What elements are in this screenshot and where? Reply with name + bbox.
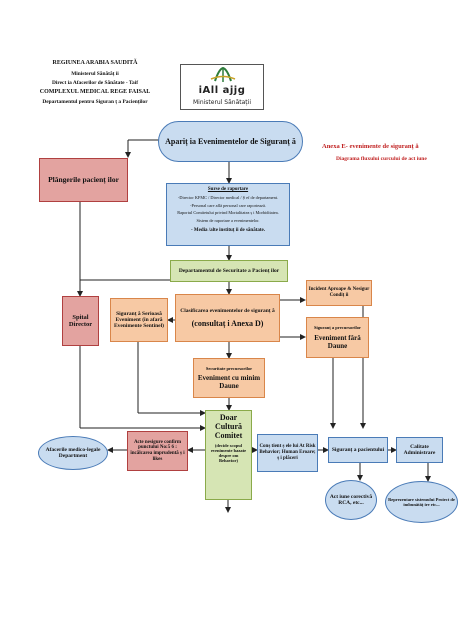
near-miss-node: Incident Aproape & Nesigur Condiț ii xyxy=(306,280,372,306)
improvement-project-label: Reprezentare sistemului Proiect de imbun… xyxy=(388,496,455,507)
corrective-action-label: Act ​​iune corectivă RCA, etc... xyxy=(329,493,373,506)
hospital-director-label: Spital Director xyxy=(68,313,93,328)
reporting-sources-title: Surse de raportare xyxy=(207,187,249,192)
just-culture-line-1: Doar xyxy=(219,413,238,422)
minimal-harm-event-label: Eveniment cu minim Daune xyxy=(197,374,261,391)
reporting-source-1: -Director KFMC / Director medical / Ș ef… xyxy=(178,194,278,200)
unsafe-acts-node: Acte nesigure confirm punctului No:5 6 :… xyxy=(127,431,188,471)
patient-safety-label: Siguranț a pacientului xyxy=(331,446,385,453)
corrective-action-node: Act ​​iune corectivă RCA, etc... xyxy=(325,480,377,520)
unsafe-acts-label: Acte nesigure confirm punctului No:5 6 :… xyxy=(130,439,185,462)
header-line-3: Direct ia Afacerilor de Sănătate - Taif xyxy=(51,80,139,86)
ministry-logo: iAll ajjg Ministerul Sănătații xyxy=(180,64,264,110)
no-harm-event-label: Eveniment fără Daune xyxy=(314,333,361,350)
logo-subtitle: Ministerul Sănătații xyxy=(192,99,251,106)
improvement-project-node: Reprezentare sistemului Proiect de imbun… xyxy=(385,481,458,523)
just-culture-line-5: evenimente bazate xyxy=(210,447,247,453)
event-classification-node: Clasificarea evenimentelor de siguranț ă… xyxy=(175,294,280,342)
header-line-1: REGIUNEA ARABIA SAUDITĂ xyxy=(52,60,138,66)
reporting-source-3: Raportul Comitetului privind Mortalitate… xyxy=(177,209,279,215)
no-harm-event-node: Siguranț a precursorilor Eveniment fără … xyxy=(306,317,369,358)
at-risk-behavior-label: Conș tient ș ele lui At Risk Behavior; H… xyxy=(259,444,316,461)
just-culture-line-6: despre om xyxy=(218,452,239,458)
sentinel-event-node: Siguranț ă Serioasă Eveniment (în afară … xyxy=(110,298,168,342)
hospital-director-node: Spital Director xyxy=(62,296,99,346)
patient-safety-department-node: Departamentul de Securitate a Pacienț il… xyxy=(170,260,288,282)
minimal-harm-event-sublabel: Securitate precursorilor xyxy=(205,365,253,371)
quality-administration-node: Calitate Administrare xyxy=(396,437,443,463)
reporting-sources-node: Surse de raportare -Director KFMC / Dire… xyxy=(166,183,290,246)
header-line-2: Ministerul Sănătăț ii xyxy=(71,71,119,77)
start-node-label: Apariț ia Evenimentelor de Siguranț ă xyxy=(165,136,296,146)
annex-subtitle: Diagrama fluxului curcului de act ​​iune xyxy=(336,156,427,162)
patient-safety-node: Siguranț a pacientului xyxy=(328,437,388,463)
medico-legal-label: Afacerile medico-legale Department xyxy=(45,446,101,459)
reporting-source-4: Sistem de raportare a evenimentelor. xyxy=(196,217,260,223)
palm-emblem-icon xyxy=(210,66,236,82)
patient-safety-department-label: Departamentul de Securitate a Pacienț il… xyxy=(178,267,280,274)
logo-arabic-text: iAll ajjg xyxy=(198,85,246,96)
just-culture-line-7: Behavior) xyxy=(219,458,238,464)
at-risk-behavior-node: Conș tient ș ele lui At Risk Behavior; H… xyxy=(257,434,318,472)
just-culture-line-3: Comitet xyxy=(214,431,243,441)
quality-administration-label: Calitate Administrare xyxy=(403,443,436,456)
just-culture-line-4: (decide scopul xyxy=(214,442,243,448)
minimal-harm-event-node: Securitate precursorilor Eveniment cu mi… xyxy=(193,358,265,398)
patient-complaints-label: Plângerile pacienț ilor xyxy=(48,174,119,184)
header-line-5: Departamentul pentru Siguran ț a Pacienț… xyxy=(42,99,148,105)
start-node: Apariț ia Evenimentelor de Siguranț ă xyxy=(158,121,303,162)
just-culture-line-2: Cultură xyxy=(214,422,243,432)
near-miss-label: Incident Aproape & Nesigur Condiț ii xyxy=(308,287,370,298)
annex-title: Anexa E- evenimente de siguranț ă xyxy=(322,143,419,150)
sentinel-event-label: Siguranț ă Serioasă Eveniment (în afară … xyxy=(114,310,164,330)
reporting-source-5: - Media /alte instituț ii de sănătate. xyxy=(190,227,266,233)
no-harm-event-sublabel: Siguranț a precursorilor xyxy=(314,325,361,331)
just-culture-committee-node: Doar Cultură Comitet (decide scopul even… xyxy=(205,410,252,500)
patient-complaints-node: Plângerile pacienț ilor xyxy=(39,158,128,202)
header-line-4: COMPLEXUL MEDICAL REGE FAISAL xyxy=(39,89,151,95)
event-classification-annex: (consultaț i Anexa D) xyxy=(191,319,264,329)
event-classification-label: Clasificarea evenimentelor de siguranț ă xyxy=(180,307,275,314)
medico-legal-node: Afacerile medico-legale Department xyxy=(38,436,108,470)
reporting-source-2: -Personal care află personal care raport… xyxy=(190,202,266,208)
